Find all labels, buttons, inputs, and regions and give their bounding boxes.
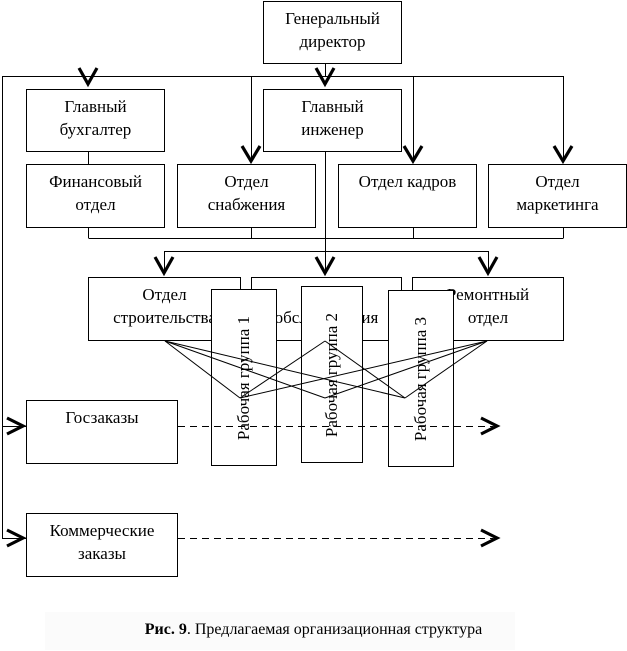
node-hr-dept: Отдел кадров bbox=[338, 164, 477, 228]
link-service-wg1 bbox=[239, 340, 326, 399]
arrow-accountant bbox=[77, 67, 99, 88]
node-commercial-orders: Коммерческие заказы bbox=[26, 513, 178, 577]
node-label: Ремонтный bbox=[446, 285, 530, 304]
node-finance-dept: Финансовый отдел bbox=[26, 164, 165, 228]
node-label: директор bbox=[299, 32, 366, 51]
node-label: Генеральный bbox=[285, 9, 380, 28]
node-label: Коммерческие bbox=[49, 521, 155, 540]
node-label: Отдел bbox=[142, 285, 187, 304]
arrow-gov-orders bbox=[6, 416, 27, 436]
figure-caption: Рис. 9. Предлагаемая организационная стр… bbox=[0, 621, 627, 639]
node-marketing-dept: Отдел маркетинга bbox=[488, 164, 627, 228]
node-label: заказы bbox=[78, 544, 126, 563]
arrow-engineer bbox=[314, 67, 336, 88]
node-label: Финансовый bbox=[49, 172, 142, 191]
caption-background bbox=[45, 612, 515, 650]
arrow-repair bbox=[477, 256, 499, 277]
arrow-commercial-orders bbox=[6, 528, 27, 548]
link-repair-wg2 bbox=[324, 340, 488, 399]
link-construction-wg3 bbox=[164, 340, 406, 399]
node-label: Госзаказы bbox=[65, 408, 139, 427]
node-label: отдел bbox=[75, 195, 116, 214]
work-group-3: Рабочая группа 3 bbox=[388, 290, 454, 467]
link-repair-wg1 bbox=[239, 340, 488, 399]
node-label: маркетинга bbox=[516, 195, 599, 214]
node-label: инженер bbox=[301, 120, 364, 139]
caption-text: . Предлагаемая организационная структура bbox=[186, 621, 483, 638]
link-repair-wg3 bbox=[404, 340, 488, 399]
node-supply-dept: Отдел снабжения bbox=[177, 164, 316, 228]
link-construction-wg2 bbox=[164, 340, 326, 399]
arrow-construction bbox=[153, 256, 175, 277]
arrow-marketing bbox=[552, 145, 574, 165]
arrow-supply bbox=[240, 145, 262, 165]
link-construction-wg1 bbox=[164, 340, 241, 399]
work-group-2: Рабочая группа 2 bbox=[301, 286, 363, 463]
node-label: Главный bbox=[64, 97, 127, 116]
caption-label: Рис. 9 bbox=[144, 621, 187, 638]
node-label: отдел bbox=[467, 308, 509, 327]
node-label: бухгалтер bbox=[59, 120, 132, 139]
node-gov-orders: Госзаказы bbox=[26, 400, 178, 464]
node-general-director: Генеральный директор bbox=[263, 1, 402, 64]
arrow-service bbox=[314, 256, 336, 277]
arrow-hr bbox=[402, 145, 424, 165]
node-chief-accountant: Главный бухгалтер bbox=[26, 89, 165, 152]
node-label: снабжения bbox=[207, 195, 286, 214]
node-chief-engineer: Главный инженер bbox=[263, 89, 402, 152]
node-label: Отдел bbox=[535, 172, 580, 191]
node-label: строительства bbox=[113, 308, 216, 327]
node-label: Отдел bbox=[224, 172, 269, 191]
node-label: Главный bbox=[301, 97, 364, 116]
arrow-dashed-commercial-end bbox=[480, 528, 501, 548]
node-label: Отдел кадров bbox=[358, 172, 457, 191]
arrow-dashed-gov-end bbox=[480, 416, 501, 436]
